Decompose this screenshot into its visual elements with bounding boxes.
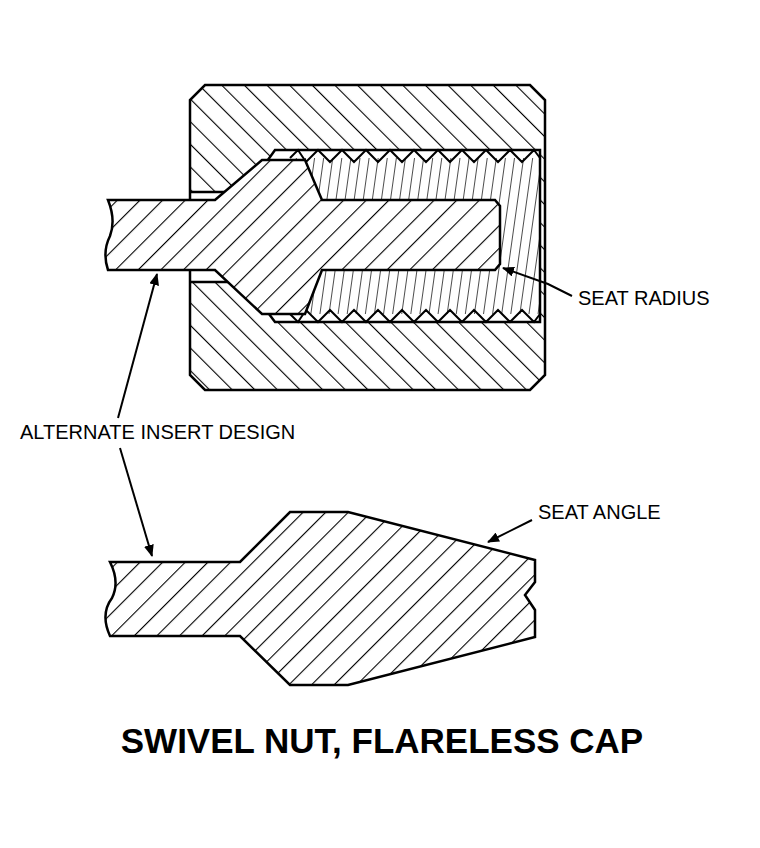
part-label: ALTERNATE INSERT DESIGN: [20, 421, 295, 443]
leader-line: [503, 268, 572, 296]
leader-line: [118, 274, 157, 418]
insert-hatch: [105, 160, 500, 314]
leader-line: [488, 520, 532, 542]
insert: [105, 160, 500, 314]
alternate-insert: [105, 512, 535, 685]
figure-title: SWIVEL NUT, FLARELESS CAP: [121, 722, 643, 761]
thread-bottom: [290, 310, 540, 322]
part-label: SEAT ANGLE: [538, 501, 661, 523]
part-label: SEAT RADIUS: [578, 287, 710, 309]
leader-line: [120, 448, 152, 556]
thread-top: [290, 150, 540, 162]
